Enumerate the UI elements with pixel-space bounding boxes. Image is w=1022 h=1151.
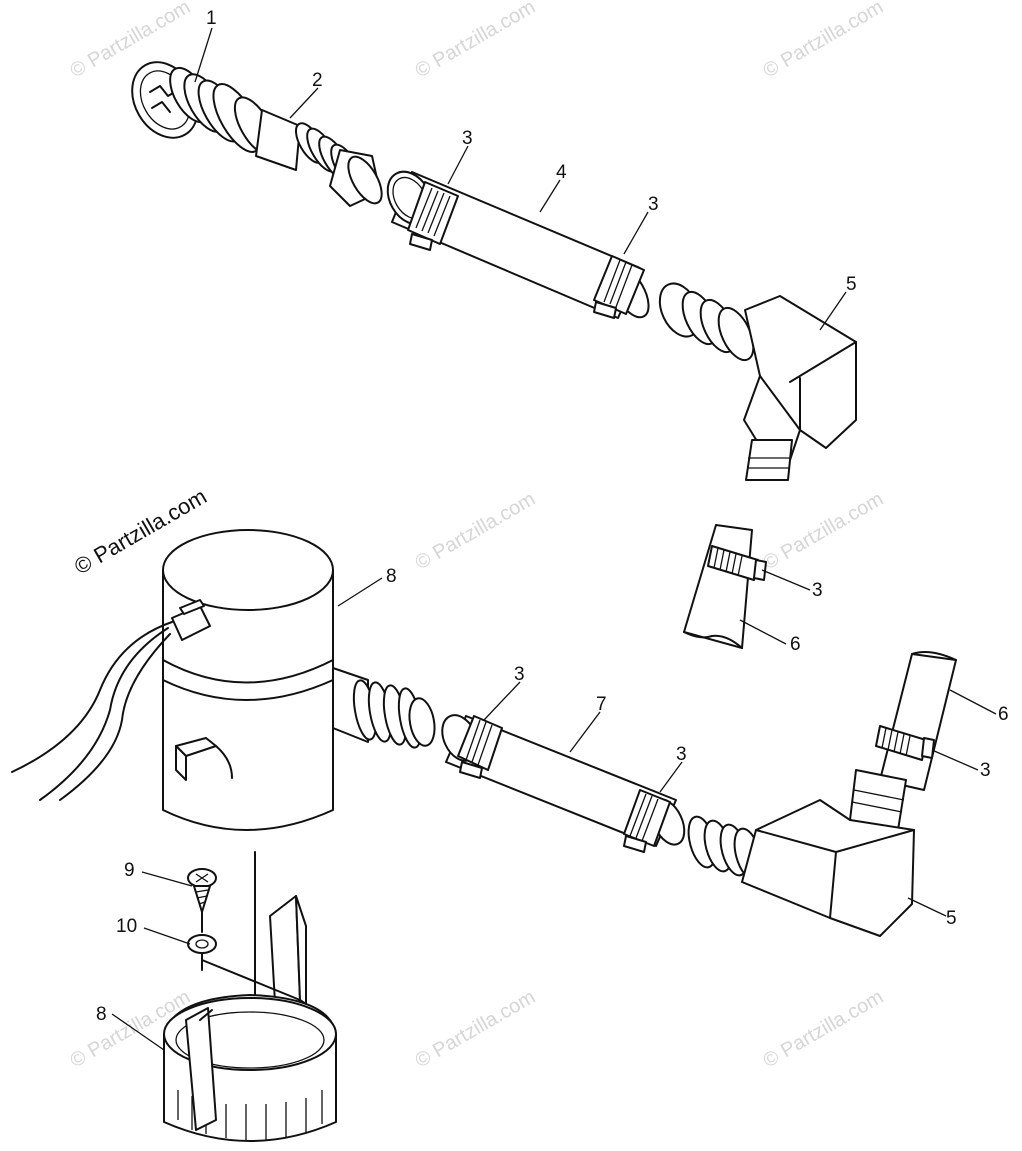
watermark-text: © Partzilla.com [412,986,540,1072]
callout-7: 7 [596,694,607,715]
watermark-text: © Partzilla.com [412,0,540,82]
callout-1: 1 [206,8,217,29]
callout-8: 8 [96,1004,107,1025]
lower-hose [441,714,686,853]
callout-6: 6 [998,704,1009,725]
washer [187,934,217,954]
watermark-text: © Partzilla.com [760,488,888,574]
callout-3: 3 [462,128,473,149]
callout-9: 9 [124,860,135,881]
callout-6: 6 [790,634,801,655]
callout-8: 8 [386,566,397,587]
watermark-text: © Partzilla.com [760,986,888,1072]
screw [187,868,217,913]
bilge-pump-body [11,529,436,831]
callout-5: 5 [846,274,857,295]
upper-hose [386,170,650,319]
hose-fitting [255,109,383,207]
callout-2: 2 [312,70,323,91]
callout-3: 3 [980,760,991,781]
elbow-fitting-lower [687,769,915,937]
callout-3: 3 [676,744,687,765]
pump-base-strainer [163,851,337,1142]
watermark-text: © Partzilla.com [760,0,888,82]
callout-3: 3 [812,580,823,601]
callout-10: 10 [116,916,137,937]
elbow-fitting-upper [658,282,857,481]
watermark-text: © Partzilla.com [412,488,540,574]
leader-lines [111,27,997,1051]
callout-5: 5 [946,908,957,929]
watermarks: © Partzilla.com © Partzilla.com © Partzi… [67,0,888,1072]
callout-4: 4 [556,162,567,183]
callout-3: 3 [648,194,659,215]
callout-numbers: 1 2 3 4 3 5 3 6 8 3 7 3 6 3 9 10 5 8 [96,8,1009,1025]
hose-segment-upper [683,524,767,649]
hose-segment-lower [875,651,957,791]
callout-3: 3 [514,664,525,685]
